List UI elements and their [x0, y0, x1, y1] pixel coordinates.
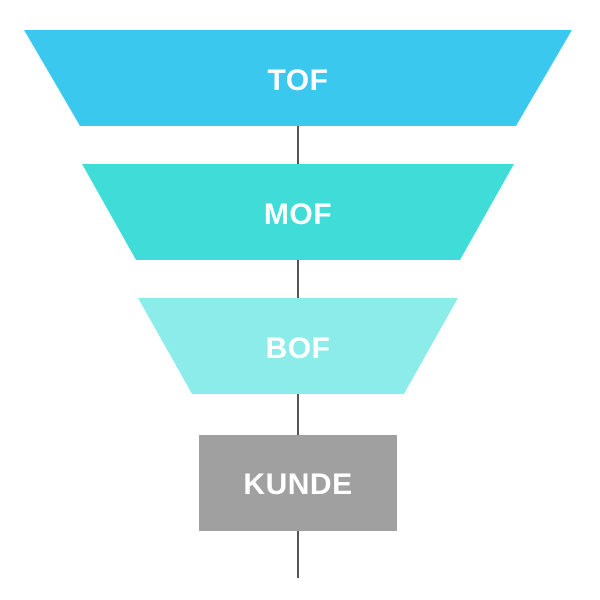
funnel-stage-mof: MOF	[82, 164, 514, 260]
funnel-stage-tof-label: TOF	[268, 64, 329, 97]
funnel-stage-bof: BOF	[138, 298, 458, 394]
funnel-stage-bof-shape	[138, 298, 458, 394]
funnel-stage-mof-shape	[82, 164, 514, 260]
funnel-stage-mof-label: MOF	[264, 198, 332, 231]
funnel-stage-bof-label: BOF	[266, 332, 331, 365]
customer-box-label: KUNDE	[243, 468, 352, 501]
funnel-stage-tof-shape	[24, 30, 572, 126]
customer-box: KUNDE	[199, 435, 397, 531]
customer-box-shape	[199, 435, 397, 531]
funnel-stage-tof: TOF	[24, 30, 572, 126]
